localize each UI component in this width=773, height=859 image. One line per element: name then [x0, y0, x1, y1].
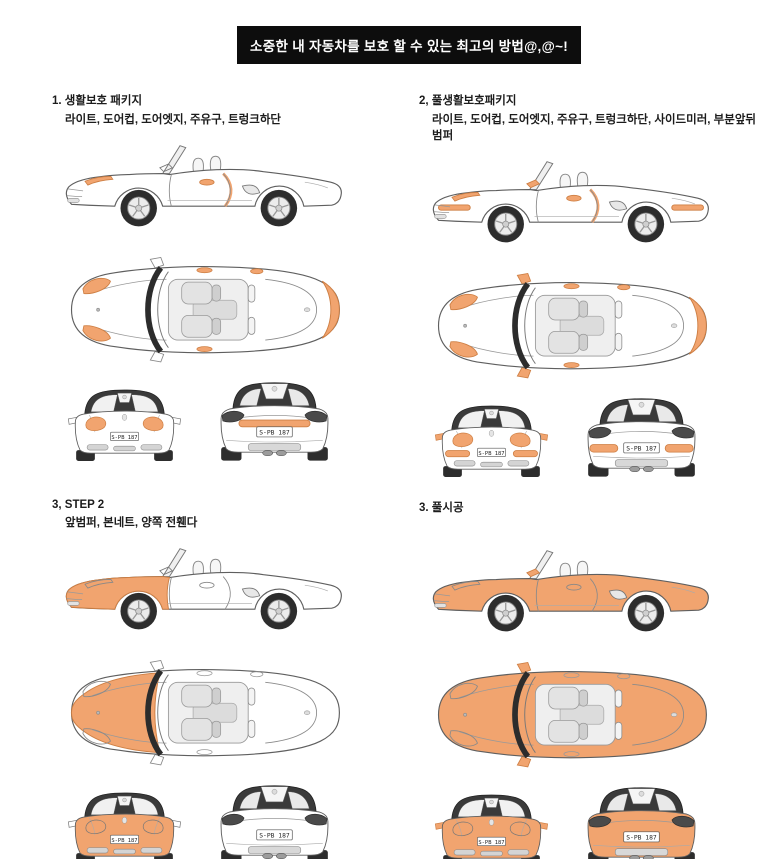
front-rear-row: S-PB 187 S-PB 187 [433, 392, 765, 478]
package-section-2: 2, 풀생활보호패키지 라이트, 도어컵, 도어엣지, 주유구, 트렁크하단, … [405, 88, 765, 478]
car-front-view-illustration: S-PB 187 [433, 399, 550, 479]
package-parts: 라이트, 도어컵, 도어엣지, 주유구, 트렁크하단 [65, 114, 281, 126]
package-title: 3. 풀시공 [419, 502, 464, 514]
package-parts: 라이트, 도어컵, 도어엣지, 주유구, 트렁크하단, 사이드미러, 부분앞뒤범… [432, 114, 756, 142]
car-front-view-illustration: S-PB 187 [433, 788, 550, 859]
front-rear-row: S-PB 187 S-PB 187 [66, 376, 383, 462]
package-title: 3, STEP 2 [52, 499, 105, 511]
car-side-view-illustration [427, 155, 715, 263]
car-top-view-illustration [62, 650, 347, 775]
car-front-view-illustration: S-PB 187 [66, 786, 183, 859]
svg-text:S-PB 187: S-PB 187 [478, 839, 504, 845]
car-rear-view-illustration: S-PB 187 [578, 781, 705, 859]
svg-text:S-PB 187: S-PB 187 [111, 837, 137, 843]
car-top-view-illustration [62, 247, 347, 372]
car-side-view-illustration [60, 139, 348, 247]
svg-text:S-PB 187: S-PB 187 [259, 429, 290, 436]
car-side-view-illustration [60, 542, 348, 650]
car-top-view-illustration [429, 263, 714, 388]
package-section-4: 3. 풀시공 S-PB 187 [405, 495, 765, 859]
package-section-3: 3, STEP 2 앞범퍼, 본네트, 양쪽 전휀다 [38, 495, 383, 859]
car-rear-view-illustration: S-PB 187 [578, 392, 705, 478]
svg-text:S-PB 187: S-PB 187 [478, 450, 504, 456]
front-rear-row: S-PB 187 S-PB 187 [66, 779, 383, 859]
package-title: 2, 풀생활보호패키지 [419, 95, 517, 107]
svg-text:S-PB 187: S-PB 187 [259, 832, 290, 839]
svg-text:S-PB 187: S-PB 187 [626, 834, 657, 841]
title-banner: 소중한 내 자동차를 보호 할 수 있는 최고의 방법@,@~! [237, 26, 582, 64]
car-top-view-illustration [429, 652, 714, 777]
package-parts: 앞범퍼, 본네트, 양쪽 전휀다 [65, 517, 198, 529]
car-side-view-illustration [427, 544, 715, 652]
car-rear-view-illustration: S-PB 187 [211, 376, 338, 462]
svg-text:S-PB 187: S-PB 187 [626, 445, 657, 452]
car-rear-view-illustration: S-PB 187 [211, 779, 338, 859]
package-section-1: 1. 생활보호 패키지 라이트, 도어컵, 도어엣지, 주유구, 트렁크하단 [38, 88, 383, 462]
package-parts [432, 518, 765, 532]
package-title: 1. 생활보호 패키지 [52, 95, 143, 107]
svg-text:S-PB 187: S-PB 187 [111, 434, 137, 440]
car-front-view-illustration: S-PB 187 [66, 383, 183, 463]
front-rear-row: S-PB 187 S-PB 187 [433, 781, 765, 859]
